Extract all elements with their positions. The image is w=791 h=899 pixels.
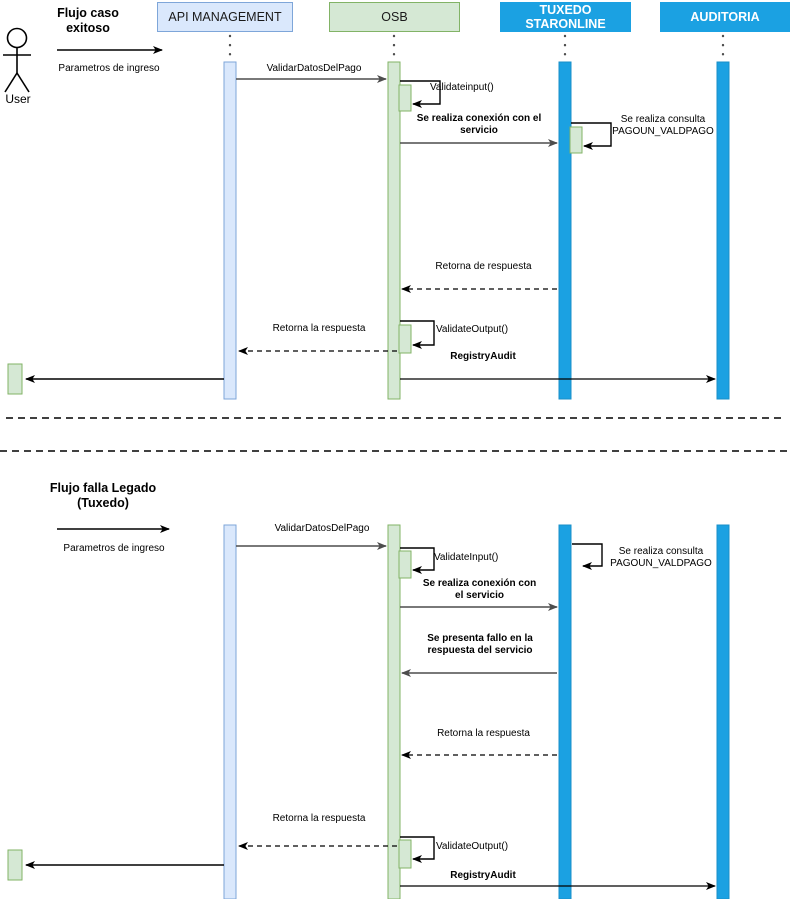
- flow1-message-validardatosdelpago: ValidarDatosDelPago: [266, 63, 362, 74]
- flow1-message-retorna-de-respuesta: Retorna de respuesta: [435, 261, 532, 272]
- terminator-box-flow1: [7, 363, 23, 395]
- activation-auditoria-flow2: [716, 524, 730, 899]
- flow1-lifeline-dots: [228, 34, 725, 64]
- flow1-message-retorna-la-respuesta: Retorna la respuesta: [272, 323, 366, 334]
- flow2-message-consulta-pagoun: Se realiza consulta PAGOUN_VALDPAGO: [610, 546, 712, 570]
- flow2-message-validardatosdelpago: ValidarDatosDelPago: [274, 523, 370, 534]
- participant-label-osb: OSB: [381, 10, 408, 24]
- nested-activation-osb-validateoutput-flow2: [398, 839, 412, 869]
- participant-header-osb[interactable]: OSB: [329, 2, 460, 32]
- flow1-message-conexion-servicio: Se realiza conexión con el servicio: [416, 113, 542, 137]
- participant-label-auditoria: AUDITORIA: [690, 10, 760, 24]
- nested-activation-osb-validateinput-flow2: [398, 550, 412, 579]
- flow2-message-fallo-servicio: Se presenta fallo en la respuesta del se…: [427, 633, 533, 657]
- selfloop-validateinput-flow1: [400, 80, 441, 108]
- nested-activation-tuxedo-consulta: [569, 126, 583, 154]
- flow1-message-validateinput: Validateinput(): [430, 82, 494, 93]
- selfloop-consulta-pagoun-flow2: [572, 543, 603, 570]
- participant-label-api-management: API MANAGEMENT: [168, 10, 282, 24]
- flow2-message-registryaudit: RegistryAudit: [450, 870, 516, 881]
- flow2-message-retorna-la-respuesta-tuxedo: Retorna la respuesta: [437, 728, 530, 739]
- actor-label: User: [5, 92, 31, 106]
- participant-label-tuxedo-staronline: TUXEDO STARONLINE: [525, 3, 606, 31]
- flow1-message-validateoutput: ValidateOutput(): [436, 324, 509, 335]
- flow2-entry-label: Parametros de ingreso: [63, 543, 165, 554]
- activation-api-flow2: [223, 524, 237, 899]
- selfloop-validateoutput-flow2: [400, 836, 435, 863]
- activation-osb-flow1: [387, 61, 401, 400]
- selfloop-consulta-pagoun-flow1: [571, 122, 612, 150]
- flow1-message-registryaudit: RegistryAudit: [450, 351, 516, 362]
- selfloop-validateinput-flow2: [400, 547, 435, 574]
- flow1-message-consulta-pagoun: Se realiza consulta PAGOUN_VALDPAGO: [612, 114, 714, 138]
- nested-activation-osb-validateoutput: [398, 324, 412, 354]
- activation-tuxedo-flow1: [558, 61, 572, 400]
- flow2-message-validateinput: ValidateInput(): [434, 552, 499, 563]
- flow2-message-retorna-la-respuesta-osb: Retorna la respuesta: [272, 813, 366, 824]
- participant-header-auditoria[interactable]: AUDITORIA: [660, 2, 790, 32]
- participant-header-api-management[interactable]: API MANAGEMENT: [157, 2, 293, 32]
- actor-user-figure: [3, 27, 31, 93]
- flow1-entry-label: Parametros de ingreso: [58, 63, 160, 74]
- activation-api-flow1: [223, 61, 237, 400]
- activation-auditoria-flow1: [716, 61, 730, 400]
- nested-activation-osb-validateinput: [398, 84, 412, 112]
- flow2-message-validateoutput: ValidateOutput(): [436, 841, 509, 852]
- flow2-title: Flujo falla Legado (Tuxedo): [49, 481, 157, 511]
- selfloop-validateoutput-flow1: [400, 320, 435, 349]
- participant-header-tuxedo-staronline[interactable]: TUXEDO STARONLINE: [500, 2, 631, 32]
- flow2-message-conexion-servicio: Se realiza conexión con el servicio: [422, 578, 537, 602]
- activation-tuxedo-flow2: [558, 524, 572, 899]
- activation-osb-flow2: [387, 524, 401, 899]
- terminator-box-flow2: [7, 849, 23, 881]
- flow1-title: Flujo caso exitoso: [57, 6, 119, 36]
